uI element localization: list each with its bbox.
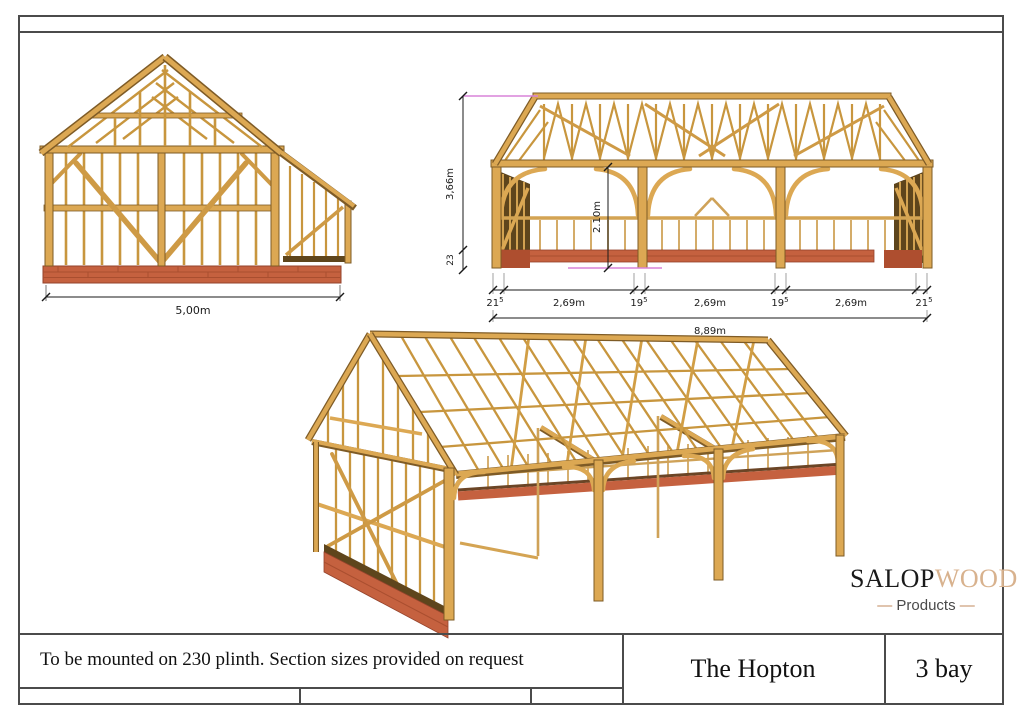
logo-brand-primary: SALOP — [850, 564, 935, 593]
logo-dash-left: — — [877, 597, 893, 614]
title-block-mid-line — [18, 687, 624, 689]
svg-text:215: 215 — [486, 296, 503, 309]
perspective-front-posts — [451, 434, 845, 602]
gable-side-wing — [279, 150, 357, 264]
logo-brand: SALOPWOOD — [850, 564, 1017, 593]
perspective-view-drawing — [304, 330, 849, 639]
gable-plinth — [42, 265, 342, 284]
title-block-model-name: The Hopton — [690, 654, 816, 683]
gable-width-dimension: 5,00m — [41, 285, 345, 317]
side-back-wall — [501, 197, 923, 250]
perspective-gable-wall — [304, 332, 459, 639]
gable-elevation-drawing: 5,00m — [38, 53, 357, 317]
logo-tagline-text: Products — [896, 597, 956, 614]
side-elevation-drawing: 3,66m 23 2.10m 215 2,69m 19 — [445, 91, 934, 337]
logo-tagline: — Products — — [850, 597, 1002, 614]
gable-wall-frame — [39, 145, 285, 267]
svg-text:2,69m: 2,69m — [694, 298, 726, 309]
overall-width-label: 8,89m — [694, 326, 726, 337]
perspective-roof — [369, 330, 849, 479]
side-overall-dimension: 8,89m — [488, 310, 932, 337]
svg-text:195: 195 — [771, 296, 788, 309]
logo-brand-secondary: WOOD — [934, 564, 1018, 593]
title-block-divider-1 — [299, 687, 301, 705]
logo-dash-right: — — [959, 597, 975, 614]
sheet-border — [18, 15, 1004, 705]
title-block-top-line — [18, 633, 1004, 635]
svg-text:2,69m: 2,69m — [553, 298, 585, 309]
plinth-height-label: 23 — [446, 254, 456, 265]
gable-roof — [38, 53, 284, 157]
title-block-divider-3 — [622, 633, 624, 705]
sheet-top-strip — [18, 15, 1004, 33]
gable-sole-plate — [324, 544, 448, 616]
svg-text:2,69m: 2,69m — [835, 298, 867, 309]
overall-height-label: 3,66m — [445, 168, 456, 200]
side-plinth — [492, 249, 922, 268]
company-logo: SALOPWOOD — Products — — [850, 564, 1017, 615]
svg-text:195: 195 — [630, 296, 647, 309]
svg-text:215: 215 — [915, 296, 932, 309]
side-roof — [490, 92, 934, 168]
title-block-bay-count: 3 bay — [915, 654, 973, 683]
side-bay-dimensions: 215 2,69m 195 2,69m 195 2,69m 215 — [486, 273, 933, 309]
title-block-divider-2 — [530, 687, 532, 705]
eaves-height-label: 2.10m — [592, 201, 603, 233]
side-posts — [491, 165, 933, 269]
side-height-dimension: 3,66m 23 2.10m — [445, 91, 662, 275]
title-block-divider-4 — [884, 633, 886, 705]
gable-width-label: 5,00m — [175, 304, 210, 317]
title-block-note: To be mounted on 230 plinth. Section siz… — [40, 649, 524, 670]
